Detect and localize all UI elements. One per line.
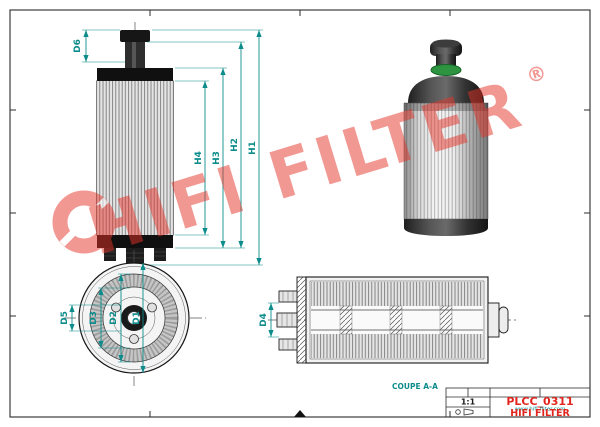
top-port-cap	[120, 30, 150, 42]
dim-label-d5: D5	[60, 311, 70, 325]
bottom-stub-left	[104, 248, 116, 261]
core-hatch-block	[389, 305, 403, 335]
section-left-cap	[296, 276, 307, 364]
section-view-dimensions: D4 COUPE A-A	[259, 302, 438, 391]
bolt-hole	[129, 334, 139, 344]
gasket-o-ring	[430, 64, 462, 76]
drawing-frame	[9, 9, 591, 418]
top-end-cap	[97, 68, 173, 81]
pleat-ring	[90, 274, 178, 362]
render-bottom-cap	[404, 219, 488, 236]
dim-label-h3: H3	[212, 151, 222, 165]
bolt-hole	[147, 302, 157, 313]
iso-render-view	[403, 39, 489, 236]
part-number: PLCC_0311	[506, 395, 573, 408]
front-elevation-view	[96, 22, 174, 272]
projection-symbol-icon	[455, 408, 474, 416]
dim-label-h1: H1	[248, 141, 258, 155]
section-view	[268, 276, 516, 364]
section-nipple	[487, 302, 500, 338]
section-caption: COUPE A-A	[392, 382, 438, 391]
dim-label-h2: H2	[230, 138, 240, 152]
dim-label-d2: D2	[109, 311, 119, 325]
core-hatch-block	[339, 305, 353, 335]
dim-label-h4: H4	[194, 151, 204, 165]
render-dome-cap	[408, 76, 484, 106]
watermark-registered-mark: ®	[523, 60, 549, 89]
bottom-stub-center	[126, 248, 144, 265]
dim-label-d1: D1	[132, 311, 142, 325]
bottom-view-dimensions: D5 D3 D2 D1	[60, 263, 146, 373]
title-block: 1:1 PLCC_0311 www.hifi-filter.com HIFI F…	[445, 387, 591, 419]
brand-logo-text: HIFI FILTER	[510, 408, 570, 419]
bottom-end-cap	[97, 235, 173, 248]
dim-label-d3: D3	[89, 311, 99, 325]
scale-value: 1:1	[461, 398, 476, 407]
front-elevation-dimensions: H4 H3 H2 H1 D6	[73, 29, 263, 266]
hifi-logo-mark	[52, 190, 116, 254]
website-link[interactable]: www.hifi-filter.com	[515, 407, 566, 413]
section-nipple-tip	[498, 306, 509, 334]
bottom-stub-right	[154, 248, 166, 261]
dim-label-d6: D6	[73, 39, 83, 53]
center-mark-triangle	[294, 410, 306, 417]
bolt-hole	[111, 302, 121, 313]
core-hatch-block	[439, 305, 453, 335]
dim-label-d4: D4	[259, 313, 269, 327]
